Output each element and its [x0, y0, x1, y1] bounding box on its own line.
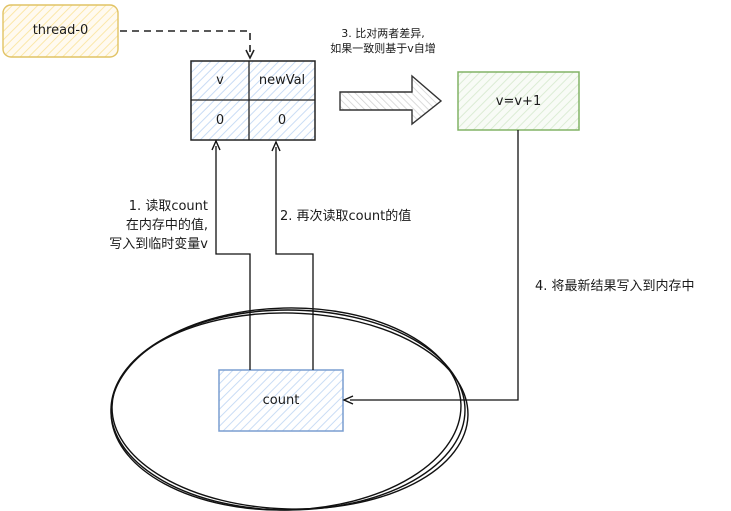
- read-arrow-1: [211, 139, 251, 370]
- table-header-v: v: [216, 73, 224, 88]
- step1-line1: 1. 读取count: [128, 199, 208, 214]
- thread-label: thread-0: [32, 23, 89, 38]
- memory-label: count: [262, 393, 300, 408]
- memory-ellipse: [110, 307, 469, 511]
- step3-line2: 如果一致则基于v自增: [330, 42, 436, 55]
- memory-box: [218, 369, 344, 432]
- step4-text: 4. 将最新结果写入到内存中: [535, 279, 695, 294]
- table-header-newval: newVal: [258, 73, 306, 88]
- write-back-arrow: [342, 130, 519, 405]
- read-arrow-2: [271, 140, 314, 370]
- step1-line2: 在内存中的值,: [125, 218, 208, 233]
- step1-line3: 写入到临时变量v: [109, 237, 208, 252]
- thread-box: [2, 4, 119, 58]
- step2-text: 2. 再次读取count的值: [280, 209, 412, 224]
- step3-line1: 3. 比对两者差异,: [341, 27, 425, 40]
- variable-table: [190, 60, 316, 141]
- table-value-v: 0: [215, 113, 225, 128]
- table-value-newval: 0: [277, 113, 287, 128]
- compute-label: v=v+1: [495, 94, 542, 109]
- compare-arrow: [339, 74, 443, 126]
- thread-to-table-connector: [120, 30, 255, 60]
